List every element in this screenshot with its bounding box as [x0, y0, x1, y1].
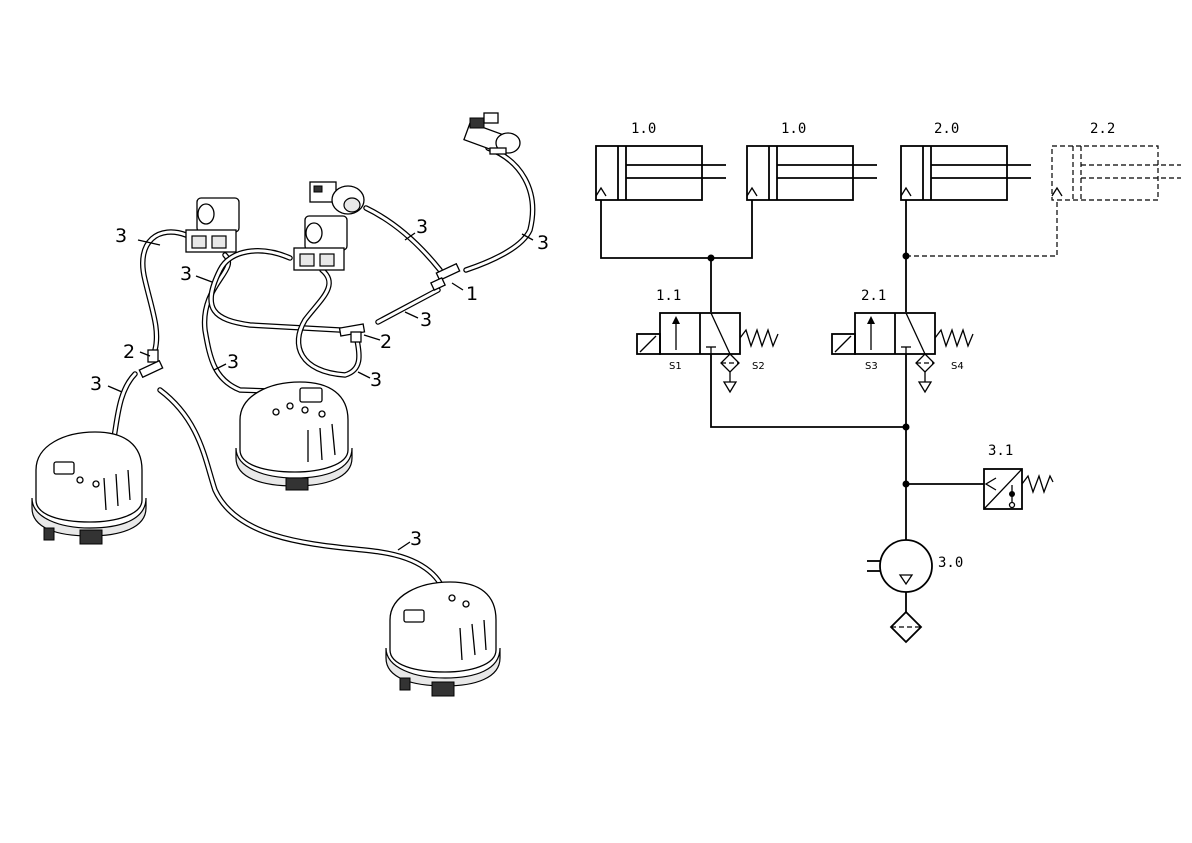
sensor-unit [309, 181, 365, 215]
pneumatic-schematic: 1.0 1.0 2.0 2.2 [595, 121, 1181, 644]
pump-3-0 [867, 539, 933, 644]
label-valve-1-1: 1.1 [656, 288, 681, 304]
callout-3: 3 [420, 309, 432, 331]
callout-3: 3 [227, 351, 239, 373]
signal-s3: S3 [865, 361, 878, 372]
solenoid-valve-left [185, 197, 240, 253]
actuator-bottom [385, 581, 501, 697]
solenoid-valve-center [293, 215, 348, 271]
cylinder-2-2-optional [1051, 145, 1181, 201]
signal-s2: S2 [752, 361, 765, 372]
valve-1-1: S1 S2 [636, 312, 779, 394]
piping [600, 200, 1058, 612]
actuator-left [31, 431, 147, 545]
callout-3: 3 [537, 232, 549, 254]
label-cylinder-2-2: 2.2 [1090, 121, 1115, 137]
actuator-center [235, 381, 353, 491]
cylinder-1-0-b [746, 145, 877, 201]
pressure-switch [463, 112, 521, 155]
callout-leaders [107, 232, 534, 551]
fittings [138, 262, 461, 379]
pictorial-assembly: 3 3 3 3 1 3 2 3 2 3 3 3 [31, 112, 549, 697]
label-valve-2-1: 2.1 [861, 288, 886, 304]
signal-s1: S1 [669, 361, 682, 372]
cylinder-1-0-a [595, 145, 726, 201]
callout-3: 3 [416, 216, 428, 238]
callout-1: 1 [466, 283, 478, 305]
label-pump-3-0: 3.0 [938, 555, 963, 571]
callout-2: 2 [123, 341, 135, 363]
callout-3: 3 [180, 263, 192, 285]
label-switch-3-1: 3.1 [988, 443, 1013, 459]
pressure-switch-3-1 [983, 468, 1054, 510]
signal-s4: S4 [951, 361, 964, 372]
callout-3: 3 [115, 225, 127, 247]
callout-3: 3 [90, 373, 102, 395]
callout-numbers: 3 3 3 3 1 3 2 3 2 3 3 3 [90, 216, 549, 550]
hoses [82, 145, 536, 598]
callout-3: 3 [370, 369, 382, 391]
label-cylinder-1-0-a: 1.0 [631, 121, 656, 137]
cylinder-2-0 [900, 145, 1031, 201]
callout-3: 3 [410, 528, 422, 550]
valve-2-1: S3 S4 [831, 312, 974, 394]
label-cylinder-2-0: 2.0 [934, 121, 959, 137]
callout-2: 2 [380, 331, 392, 353]
label-cylinder-1-0-b: 1.0 [781, 121, 806, 137]
